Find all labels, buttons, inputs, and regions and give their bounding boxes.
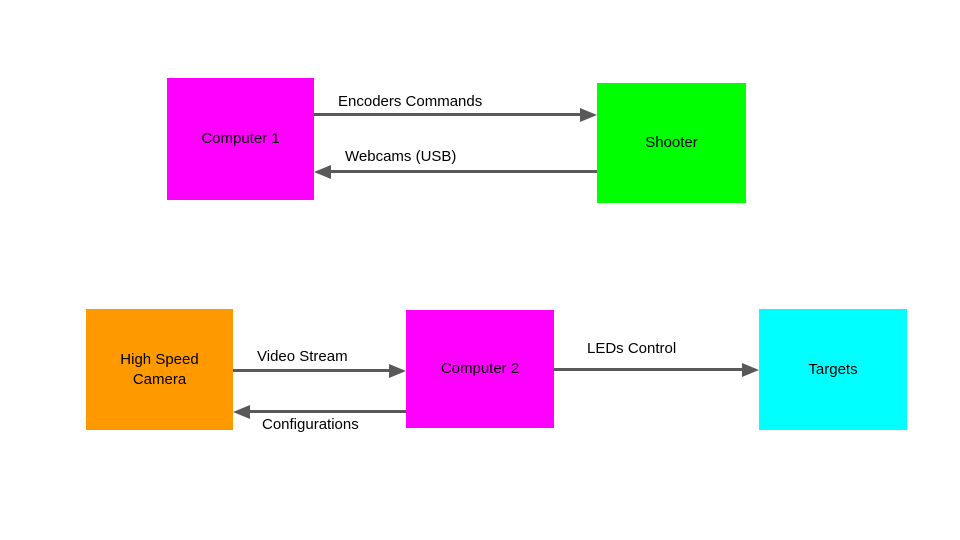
node-computer-2-label: Computer 2 bbox=[440, 360, 520, 377]
edge-label-encoders-commands: Encoders Commands bbox=[338, 93, 483, 110]
node-computer-1: Computer 1 bbox=[167, 78, 314, 200]
edge-label-leds-control: LEDs Control bbox=[587, 340, 677, 357]
arrowhead-right-icon bbox=[742, 363, 759, 377]
edge-label-webcams-usb: Webcams (USB) bbox=[345, 148, 457, 165]
arrow-line bbox=[245, 410, 406, 413]
node-targets-label: Targets bbox=[808, 360, 858, 378]
arrowhead-right-icon bbox=[580, 108, 597, 122]
edge-label-video-stream: Video Stream bbox=[257, 348, 348, 365]
arrow-webcams-usb bbox=[314, 165, 597, 179]
arrowhead-left-icon bbox=[233, 405, 250, 419]
arrowhead-left-icon bbox=[314, 165, 331, 179]
arrowhead-right-icon bbox=[389, 364, 406, 378]
node-high-speed-camera: High Speed Camera bbox=[86, 309, 233, 430]
node-shooter: Shooter bbox=[597, 83, 746, 203]
edge-label-configurations: Configurations bbox=[262, 416, 359, 433]
arrow-line bbox=[233, 369, 394, 372]
node-computer-1-label: Computer 1 bbox=[201, 130, 280, 147]
arrow-leds-control bbox=[554, 363, 759, 377]
arrow-video-stream bbox=[233, 364, 406, 378]
node-high-speed-camera-label: High Speed Camera bbox=[120, 350, 199, 388]
arrow-line bbox=[554, 368, 747, 371]
node-computer-2: Computer 2 bbox=[406, 310, 554, 428]
arrow-line bbox=[326, 170, 597, 173]
arrow-configurations bbox=[233, 405, 406, 419]
node-targets: Targets bbox=[759, 309, 907, 430]
arrow-line bbox=[314, 113, 585, 116]
arrow-encoders-commands bbox=[314, 108, 597, 122]
node-shooter-label: Shooter bbox=[645, 134, 698, 151]
